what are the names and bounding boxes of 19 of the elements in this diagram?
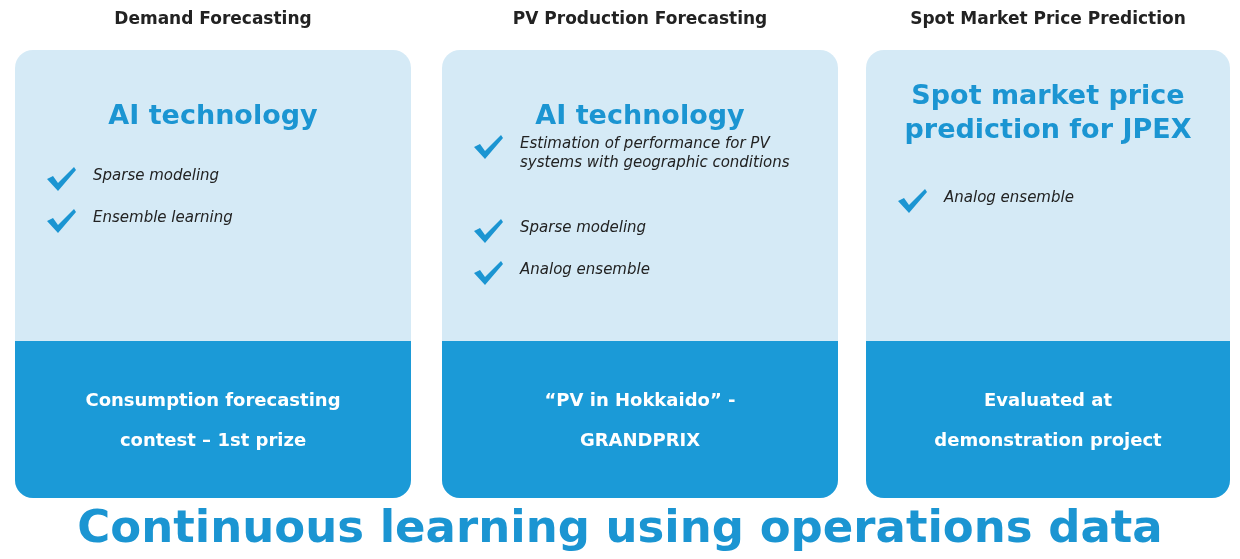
result-band: [442, 341, 838, 498]
list-item-text: Sparse modeling: [93, 166, 220, 185]
list-item-text: Ensemble learning: [93, 208, 233, 227]
column-heading: Demand Forecasting: [113, 8, 313, 28]
list-item-text: Analog ensemble: [944, 188, 1074, 207]
result-text: “PV in Hokkaido” - GRANDPRIX: [543, 387, 737, 452]
list-item-text: Analog ensemble: [520, 260, 650, 279]
caption: Continuous learning using operations data: [76, 500, 1164, 553]
card-heading: AI technology: [107, 98, 319, 132]
list-item-text: Estimation of performance for PV systems with geographic conditions: [520, 134, 791, 172]
result-band: [866, 341, 1230, 498]
result-band: [15, 341, 411, 498]
column-heading: PV Production Forecasting: [511, 8, 769, 28]
result-text: Consumption forecasting contest – 1st prize: [84, 387, 342, 452]
card-heading: AI technology: [534, 98, 746, 132]
card-heading: Spot market price prediction for JPEX: [903, 78, 1193, 146]
column-heading: Spot Market Price Prediction: [909, 8, 1187, 28]
result-text: Evaluated at demonstration project: [933, 387, 1163, 452]
list-item-text: Sparse modeling: [520, 218, 647, 237]
